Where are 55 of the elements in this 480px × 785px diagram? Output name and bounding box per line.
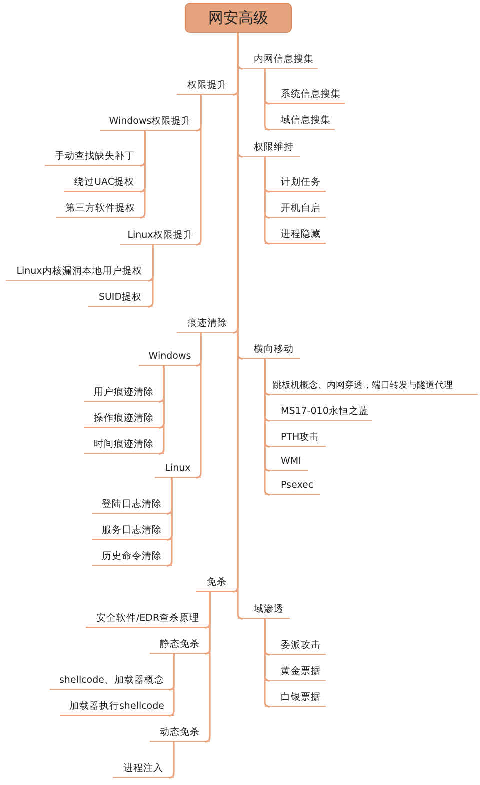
topic-label: 系统信息搜集 bbox=[265, 87, 345, 104]
topic-label: Linux bbox=[155, 461, 201, 478]
topic-label: 域信息搜集 bbox=[265, 113, 335, 130]
topic-label: 进程隐藏 bbox=[265, 227, 326, 244]
topic-label: 加载器执行shellcode bbox=[60, 699, 174, 716]
connector-line bbox=[264, 359, 270, 496]
topic-label: 时间痕迹清除 bbox=[84, 437, 164, 454]
connector-line bbox=[196, 95, 202, 246]
topic-label: 手动查找缺失补丁 bbox=[45, 149, 145, 166]
topic-label: Windows权限提升 bbox=[100, 114, 201, 131]
topic-label: Windows bbox=[139, 349, 201, 366]
connector-line bbox=[168, 742, 175, 779]
connector-line bbox=[166, 478, 173, 567]
topic-label: 跳板机概念、内网穿透，端口转发与隧道代理 bbox=[265, 378, 478, 395]
topic-label: 权限维持 bbox=[238, 140, 300, 157]
topic-label: 服务日志清除 bbox=[92, 523, 172, 540]
topic-label: 横向移动 bbox=[238, 342, 300, 359]
topic-label: 域渗透 bbox=[238, 602, 290, 619]
connector-line bbox=[264, 69, 270, 131]
connector-line bbox=[158, 366, 165, 455]
topic-label: 绕过UAC提权 bbox=[64, 175, 145, 192]
topic-label: 委派攻击 bbox=[265, 638, 326, 655]
topic-label: 免杀 bbox=[196, 575, 238, 592]
connector-line bbox=[148, 245, 154, 308]
topic-label: 用户痕迹清除 bbox=[84, 385, 164, 402]
connector-line bbox=[264, 157, 270, 245]
topic-label: 计划任务 bbox=[265, 175, 326, 192]
topic-label: 历史命令清除 bbox=[92, 549, 172, 566]
connector-line bbox=[204, 592, 211, 743]
topic-label: 安全软件/EDR查杀原理 bbox=[86, 611, 210, 628]
topic-label: WMI bbox=[265, 454, 308, 471]
topic-label: SUID提权 bbox=[88, 290, 153, 307]
connector-line bbox=[140, 131, 146, 219]
topic-label: MS17-010永恒之蓝 bbox=[265, 404, 372, 421]
topic-label: 操作痕迹清除 bbox=[84, 411, 164, 428]
topic-label: 开机自启 bbox=[265, 201, 326, 218]
root-topic-box: 网安高级 bbox=[185, 3, 292, 33]
topic-label: Linux权限提升 bbox=[120, 228, 201, 245]
topic-label: 权限提升 bbox=[177, 78, 238, 95]
topic-label: 登陆日志清除 bbox=[92, 497, 172, 514]
topic-label: 第三方软件提权 bbox=[56, 201, 145, 218]
topic-label: 内网信息搜集 bbox=[238, 52, 318, 69]
topic-label: 动态免杀 bbox=[150, 725, 210, 742]
connector-line bbox=[168, 654, 175, 717]
connector-line bbox=[196, 333, 202, 479]
topic-label: 黄金票据 bbox=[265, 664, 326, 681]
topic-label: PTH攻击 bbox=[265, 430, 326, 447]
topic-label: 痕迹清除 bbox=[177, 316, 238, 333]
topic-label: 静态免杀 bbox=[150, 637, 210, 654]
topic-label: shellcode、加载器概念 bbox=[50, 673, 174, 690]
topic-label: Psexec bbox=[265, 478, 320, 495]
topic-label: 进程注入 bbox=[113, 761, 174, 778]
connector-line bbox=[264, 619, 270, 708]
topic-label: Linux内核漏洞本地用户提权 bbox=[6, 264, 153, 281]
topic-label: 白银票据 bbox=[265, 690, 326, 707]
